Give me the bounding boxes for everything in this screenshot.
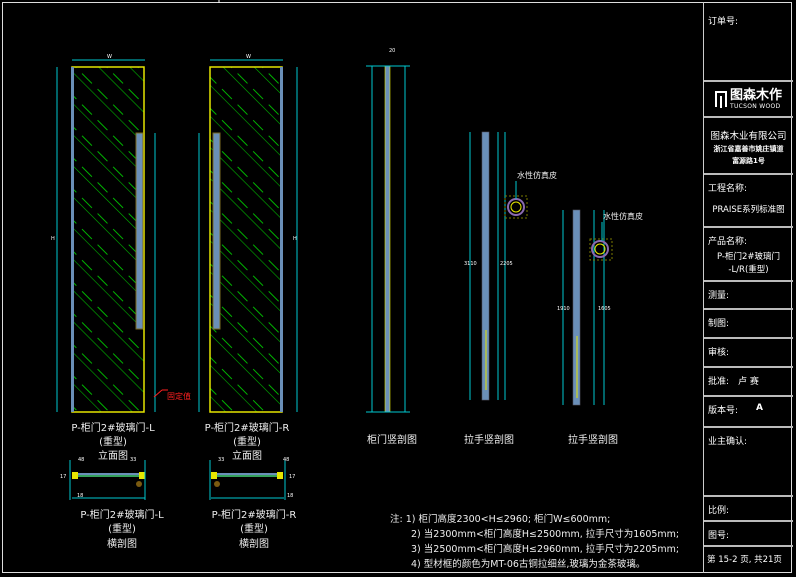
owner-confirm-label: 业主确认: xyxy=(708,437,748,447)
note-2: 2) 当2300mm<柜门高度H≤2500mm, 拉手尺寸为1605mm; xyxy=(411,529,680,540)
caption-door-vertical: 柜门竖剖图 xyxy=(367,435,417,446)
approve-row: 批准: 卢 赛 xyxy=(704,368,793,397)
note-3: 3) 当2500mm<柜门高度H≤2960mm, 拉手尺寸为2205mm; xyxy=(411,544,680,555)
address-line1: 浙江省嘉善市姚庄镇道 xyxy=(713,145,784,153)
svg-text:20: 20 xyxy=(389,48,395,54)
svg-text:2205: 2205 xyxy=(500,261,513,267)
version-value: A xyxy=(756,403,763,413)
company-name: 图森木业有限公司 xyxy=(710,131,787,142)
svg-text:W: W xyxy=(107,54,112,60)
svg-text:48: 48 xyxy=(78,457,84,463)
caption-handle-vertical-2: 拉手竖剖图 xyxy=(568,435,618,446)
fix-label: 固定值 xyxy=(167,391,191,401)
caption-sect-r-1: P-柜门2#玻璃门-R xyxy=(211,510,297,521)
svg-text:17: 17 xyxy=(289,474,295,480)
caption-elev-r-3: 立面图 xyxy=(232,451,262,462)
drawing-no-label: 图号: xyxy=(708,531,730,541)
svg-text:3110: 3110 xyxy=(464,261,477,267)
caption-handle-vertical-1: 拉手竖剖图 xyxy=(464,435,514,446)
leather-label: 水性仿真皮 xyxy=(517,170,557,180)
version-row: 版本号: A xyxy=(704,397,793,428)
caption-sect-l-1: P-柜门2#玻璃门-L xyxy=(80,510,164,521)
order-no-row: 订单号: xyxy=(704,2,793,82)
project-label: 工程名称: xyxy=(708,184,748,194)
scale-row: 比例: xyxy=(704,497,793,522)
svg-text:18: 18 xyxy=(287,493,293,499)
elevation-door-r: W H xyxy=(198,54,298,413)
svg-text:1910: 1910 xyxy=(557,306,570,312)
product-row: 产品名称: P-柜门2#玻璃门 -L/R(重型) xyxy=(704,228,793,282)
drawing-no-row: 图号: xyxy=(704,522,793,547)
logo-row: 图森木作 TUCSON WOOD xyxy=(704,82,793,118)
review-row: 审核: xyxy=(704,339,793,368)
drawing-row: 制图: xyxy=(704,310,793,339)
svg-text:H: H xyxy=(51,236,55,242)
caption-sect-r-3: 横剖图 xyxy=(239,539,269,550)
approve-label: 批准: xyxy=(708,377,730,387)
measure-label: 测量: xyxy=(708,291,730,301)
approve-value: 卢 赛 xyxy=(738,377,759,387)
owner-confirm-row: 业主确认: xyxy=(704,428,793,497)
project-row: 工程名称: PRAISE系列标准图 xyxy=(704,175,793,228)
caption-elev-r-2: (重型) xyxy=(233,437,261,448)
caption-elev-r-1: P-柜门2#玻璃门-R xyxy=(204,423,290,434)
title-block: 订单号: 图森木作 TUCSON WOOD 图森木业有限公司 浙江省嘉善市姚庄镇… xyxy=(703,2,793,573)
svg-text:W: W xyxy=(246,54,251,60)
product-value-1: P-柜门2#玻璃门 xyxy=(716,252,781,262)
caption-sect-r-2: (重型) xyxy=(240,524,268,535)
review-label: 审核: xyxy=(708,348,730,358)
page-row: 第 15-2 页, 共21页 xyxy=(704,547,793,573)
handle-section-1: 水性仿真皮 3110 2205 xyxy=(464,131,557,401)
section-door-l: 48 33 17 18 xyxy=(60,457,146,500)
note-4: 4) 型材框的颜色为MT-06古铜拉细丝,玻璃为金茶玻璃。 xyxy=(411,559,646,570)
note-1: 注: 1) 柜门高度2300<H≤2960; 柜门W≤600mm; xyxy=(390,514,611,525)
product-value-2: -L/R(重型) xyxy=(728,265,769,275)
order-no-label: 订单号: xyxy=(708,17,739,27)
handle-section-2: 水性仿真皮 1910 1605 xyxy=(557,209,643,406)
elevation-door-l: W H 固定值 xyxy=(51,54,191,413)
svg-text:48: 48 xyxy=(283,457,289,463)
company-row: 图森木业有限公司 浙江省嘉善市姚庄镇道 富源路1号 xyxy=(704,118,793,175)
svg-text:33: 33 xyxy=(130,457,136,463)
caption-elev-l-2: (重型) xyxy=(99,437,127,448)
page-label: 第 15-2 页, 共21页 xyxy=(707,555,782,565)
section-door-r: 33 48 17 18 xyxy=(209,457,295,500)
product-label: 产品名称: xyxy=(708,237,748,247)
svg-text:33: 33 xyxy=(218,457,224,463)
scale-label: 比例: xyxy=(708,506,730,516)
svg-text:H: H xyxy=(293,236,297,242)
logo-mark-icon xyxy=(714,91,727,108)
caption-sect-l-3: 横剖图 xyxy=(107,539,137,550)
company-logo: 图森木作 TUCSON WOOD xyxy=(704,82,793,116)
version-label: 版本号: xyxy=(708,406,739,416)
address-line2: 富源路1号 xyxy=(732,157,765,165)
svg-text:1605: 1605 xyxy=(598,306,611,312)
caption-sect-l-2: (重型) xyxy=(108,524,136,535)
caption-elev-l-3: 立面图 xyxy=(98,451,128,462)
drawing-label: 制图: xyxy=(708,319,730,329)
caption-elev-l-1: P-柜门2#玻璃门-L xyxy=(71,423,155,434)
project-value: PRAISE系列标准图 xyxy=(712,205,785,215)
leather-label: 水性仿真皮 xyxy=(603,211,643,221)
measure-row: 测量: xyxy=(704,282,793,310)
door-vertical-section: 20 xyxy=(366,48,410,413)
svg-text:18: 18 xyxy=(77,493,83,499)
svg-text:17: 17 xyxy=(60,474,66,480)
